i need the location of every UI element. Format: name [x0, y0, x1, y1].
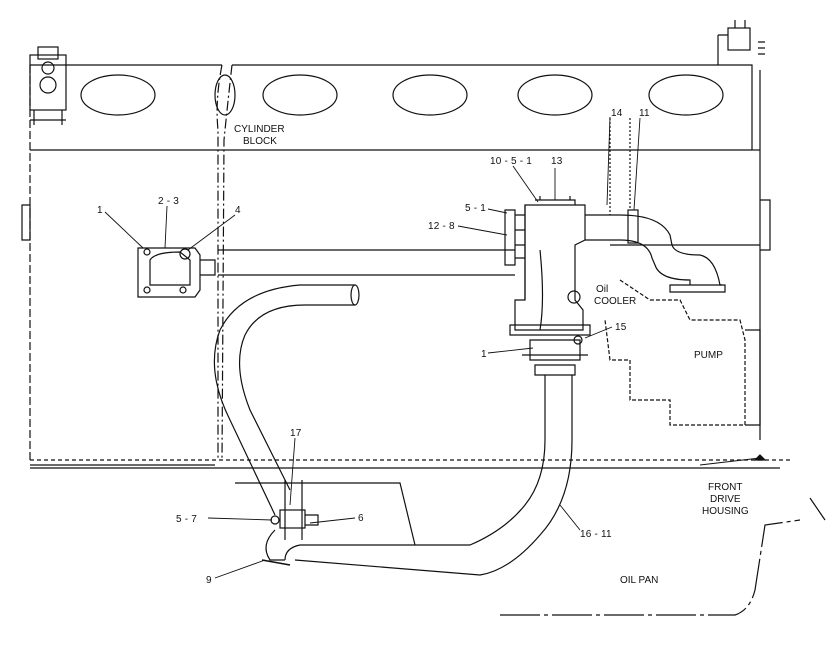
callout-17: 17 — [290, 428, 302, 439]
tube-bracket — [261, 480, 319, 566]
leader-lines — [104, 116, 761, 579]
callout-1-cooler: 1 — [481, 349, 487, 360]
callout-2-3: 2 - 3 — [158, 196, 179, 207]
front-drive-housing-label-line1: FRONT — [708, 482, 742, 493]
callout-13: 13 — [551, 156, 563, 167]
callout-5-7: 5 - 7 — [176, 514, 197, 525]
cylinder-bore — [214, 74, 236, 116]
cover-bolt — [179, 286, 187, 294]
callout-1-left: 1 — [97, 205, 103, 216]
leader-line — [289, 437, 296, 506]
callout-16-11: 16 - 11 — [580, 529, 612, 540]
leader-line — [487, 208, 508, 214]
callout-10-5-1: 10 - 5 - 1 — [490, 156, 532, 167]
leader-line — [584, 326, 613, 339]
pump-outline — [604, 279, 761, 426]
leader-line — [187, 214, 236, 251]
callout-11: 11 — [639, 108, 650, 119]
oil-cooler-label-line2: COOLER — [594, 296, 636, 307]
callout-9: 9 — [206, 575, 212, 586]
callout-12-8: 12 - 8 — [428, 221, 455, 232]
oil-pan-label: OIL PAN — [620, 575, 658, 586]
cylinder-bore — [80, 74, 156, 116]
leader-line — [487, 347, 534, 354]
cylinder-bore — [517, 74, 593, 116]
leader-line — [633, 117, 641, 211]
leader-line — [309, 517, 356, 524]
cover-plate — [137, 247, 216, 298]
cooler-inlet-tube — [294, 364, 576, 576]
callout-6: 6 — [358, 513, 364, 524]
cover-bolt — [143, 248, 151, 256]
pump-label: PUMP — [694, 350, 723, 361]
leader-line — [699, 457, 761, 466]
oil-pan-rail — [235, 482, 416, 546]
leader-line — [207, 517, 273, 521]
cylinder-block-outline — [21, 64, 771, 466]
cylinder-bores — [80, 74, 724, 116]
top-left-sensor-assembly — [29, 46, 67, 125]
leader-line — [214, 559, 266, 579]
cylinder-bore — [648, 74, 724, 116]
callout-4: 4 — [235, 205, 241, 216]
front-drive-housing-label-line2: DRIVE — [710, 494, 741, 505]
front-drive-housing-label-line3: HOUSING — [702, 506, 749, 517]
suction-tube — [213, 284, 360, 561]
oil-cooler-label-line1: Oil — [596, 284, 608, 295]
leader-line — [457, 225, 508, 236]
oil-pan-corner — [809, 497, 826, 521]
cooler-outlet-tube — [585, 118, 726, 293]
cylinder-block-label-line1: CYLINDER — [234, 124, 285, 135]
leader-line — [606, 116, 611, 206]
oil-pan-outline — [500, 519, 801, 616]
callout-5-1: 5 - 1 — [465, 203, 486, 214]
leader-line — [104, 211, 144, 249]
cylinder-block-label-line2: BLOCK — [243, 136, 277, 147]
cover-bolt — [179, 248, 191, 260]
tube-clamp — [627, 209, 639, 244]
oil-cooler-housing — [504, 196, 591, 361]
cylinder-bore — [262, 74, 338, 116]
leader-line — [512, 165, 539, 203]
top-right-bracket — [717, 20, 765, 65]
cylinder-bore — [392, 74, 468, 116]
callout-14: 14 — [611, 108, 623, 119]
leader-line — [559, 504, 581, 531]
callout-15: 15 — [615, 322, 627, 333]
leader-line — [164, 205, 168, 249]
cover-bolt — [143, 286, 151, 294]
